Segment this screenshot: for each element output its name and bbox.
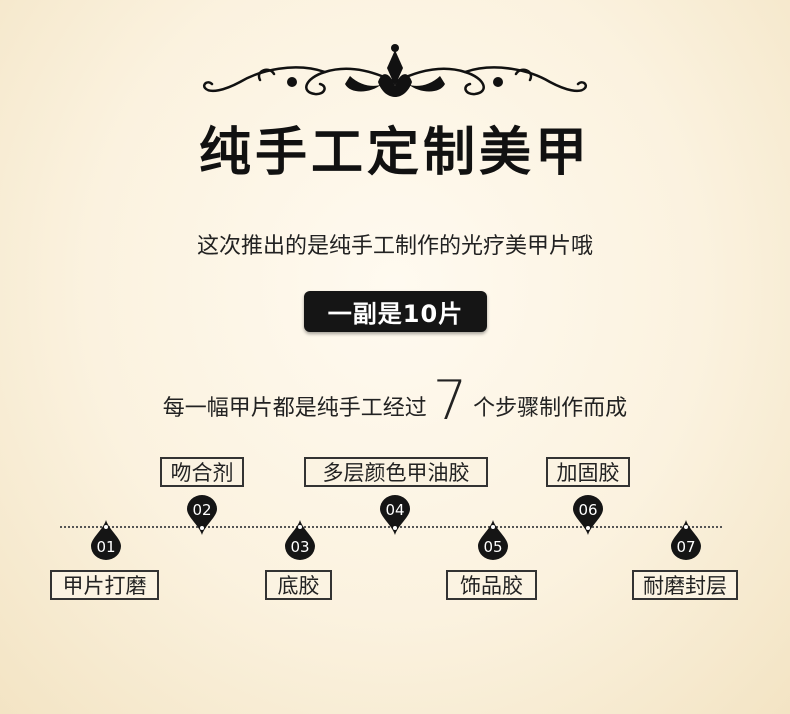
step-number: 05 — [483, 538, 503, 556]
step-number: 04 — [385, 501, 405, 519]
step-label-04: 多层颜色甲油胶 — [304, 457, 488, 487]
step-marker-04: 04 — [378, 495, 412, 535]
pieces-badge: 一副是10片 — [304, 291, 487, 332]
step-number: 01 — [96, 538, 116, 556]
steps-summary: 每一幅甲片都是纯手工经过 7 个步骤制作而成 — [0, 368, 790, 428]
step-number: 06 — [578, 501, 598, 519]
step-label-01: 甲片打磨 — [50, 570, 159, 600]
step-number: 02 — [192, 501, 212, 519]
step-marker-05: 05 — [476, 520, 510, 560]
step-marker-01: 01 — [89, 520, 123, 560]
ornament-flourish — [203, 44, 587, 97]
step-number: 07 — [676, 538, 696, 556]
intro-text: 这次推出的是纯手工制作的光疗美甲片哦 — [196, 234, 593, 259]
step-label-07: 耐磨封层 — [632, 570, 738, 600]
steps-summary-before: 每一幅甲片都是纯手工经过 — [162, 396, 427, 421]
page-title: 纯手工定制美甲 — [198, 123, 591, 183]
steps-count: 7 — [432, 369, 468, 432]
step-marker-06: 06 — [571, 495, 605, 535]
step-label-06: 加固胶 — [546, 457, 630, 487]
steps-summary-after: 个步骤制作而成 — [473, 396, 628, 421]
step-label-03: 底胶 — [265, 570, 332, 600]
step-number: 03 — [290, 538, 310, 556]
step-label-02: 吻合剂 — [160, 457, 244, 487]
step-marker-03: 03 — [283, 520, 317, 560]
step-label-05: 饰品胶 — [446, 570, 537, 600]
step-marker-02: 02 — [185, 495, 219, 535]
step-marker-07: 07 — [669, 520, 703, 560]
